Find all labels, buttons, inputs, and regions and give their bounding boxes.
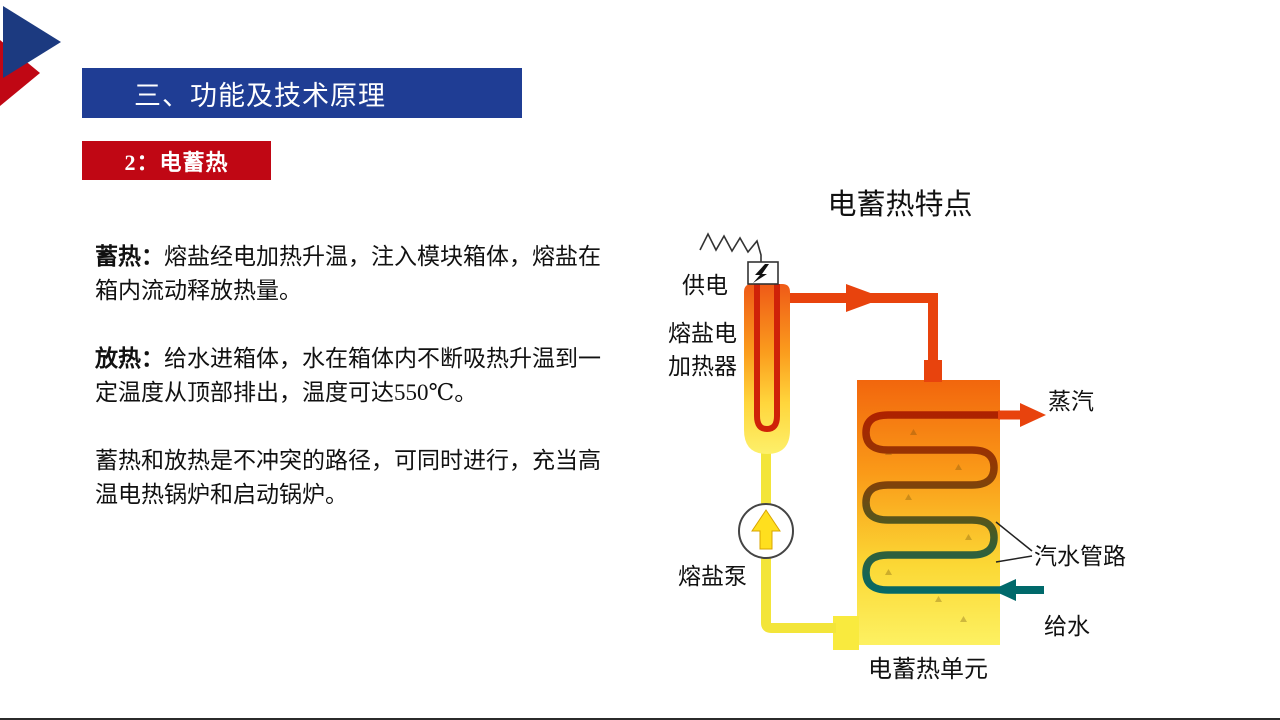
- section-header: 三、功能及技术原理: [82, 68, 522, 118]
- steam-water-coil: [862, 411, 1004, 594]
- pump-label: 熔盐泵: [678, 564, 747, 589]
- lightning-icon: [753, 264, 769, 283]
- pump-up-arrow-icon: [751, 509, 781, 550]
- heater-label-line1: 熔盐电: [668, 321, 737, 346]
- paragraph-heat-release: 放热：给水进箱体，水在箱体内不断吸热升温到一定温度从顶部排出，温度可达550℃。: [95, 342, 605, 410]
- power-supply-label: 供电: [682, 273, 728, 298]
- storage-tank: [857, 380, 1000, 645]
- cold-salt-pipe: [761, 452, 836, 633]
- heater-label-line2: 加热器: [668, 354, 737, 379]
- paragraph-body: 蓄热和放热是不冲突的路径，可同时进行，充当高温电热锅炉和启动锅炉。: [95, 448, 601, 507]
- power-supply-wire: [699, 232, 762, 262]
- diagram-title: 电蓄热特点: [827, 188, 972, 221]
- heater-element-tube: [754, 284, 780, 433]
- paragraph-heat-storage: 蓄热：熔盐经电加热升温，注入模块箱体，熔盐在箱内流动释放热量。: [95, 240, 605, 308]
- coil-pointer-line-upper: [995, 521, 1033, 552]
- body-text: 蓄热：熔盐经电加热升温，注入模块箱体，熔盐在箱内流动释放热量。 放热：给水进箱体…: [95, 240, 605, 546]
- paragraph-lead: 放热：: [95, 346, 164, 371]
- steam-water-pipeline-label: 汽水管路: [1034, 544, 1126, 569]
- steam-label: 蒸汽: [1048, 389, 1094, 414]
- power-terminal-box: [747, 261, 779, 285]
- tank-top-inlet-nozzle: [924, 360, 942, 382]
- topic-badge: 2：电蓄热: [82, 141, 271, 180]
- slide-bottom-border: [0, 718, 1280, 720]
- storage-unit-label: 电蓄热单元: [868, 656, 988, 683]
- topic-badge-label: 2：电蓄热: [124, 149, 229, 175]
- hot-salt-pipe: [786, 293, 938, 378]
- paragraph-body: 熔盐经电加热升温，注入模块箱体，熔盐在箱内流动释放热量。: [95, 244, 601, 303]
- feedwater-arrow: [992, 579, 1016, 601]
- paragraph-lead: 蓄热：: [95, 244, 164, 269]
- coil-pointer-line-lower: [995, 555, 1033, 563]
- hot-salt-flow-arrow: [846, 284, 884, 312]
- paragraph-body: 给水进箱体，水在箱体内不断吸热升温到一定温度从顶部排出，温度可达550℃。: [95, 346, 601, 405]
- thermal-storage-diagram: 电蓄热特点: [668, 188, 1126, 683]
- steam-arrow: [1020, 403, 1046, 427]
- tank-inlet-tab: [833, 616, 859, 650]
- feed-water-label: 给水: [1044, 614, 1090, 639]
- paragraph-simultaneous: 蓄热和放热是不冲突的路径，可同时进行，充当高温电热锅炉和启动锅炉。: [95, 444, 605, 512]
- section-title: 三、功能及技术原理: [134, 80, 386, 111]
